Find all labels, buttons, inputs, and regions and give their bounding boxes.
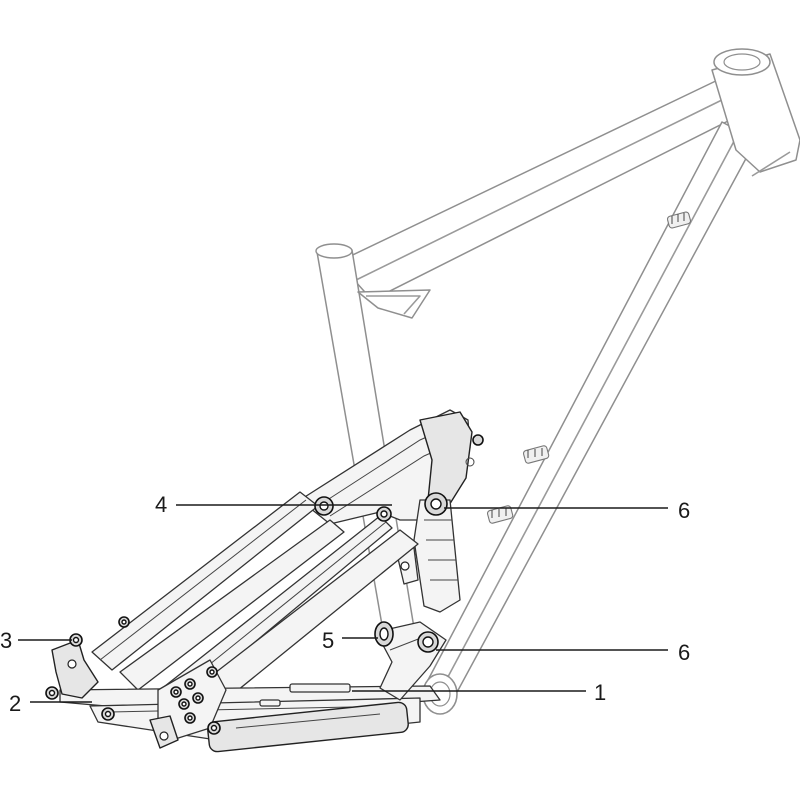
callout-labels: 1 2 3 4 5 6 6 xyxy=(0,492,690,716)
pivot-bolts xyxy=(45,492,448,735)
callout-6b: 6 xyxy=(678,640,690,665)
pivot-bolt-rocker xyxy=(376,506,392,522)
cable-guide-upper xyxy=(666,211,692,229)
top-tube-gusset xyxy=(357,289,431,319)
pivot-bolt-stay-top xyxy=(118,616,130,628)
callout-6a: 6 xyxy=(678,498,690,523)
callout-5: 5 xyxy=(322,628,334,653)
callout-3: 3 xyxy=(0,628,12,653)
callout-1: 1 xyxy=(594,680,606,705)
callout-leaders xyxy=(18,504,668,703)
head-tube xyxy=(711,53,800,173)
rear-dropout xyxy=(51,639,227,749)
pivot-bolt-shock-lower xyxy=(417,631,439,653)
seat-tube-top xyxy=(315,243,353,259)
axle-bolt xyxy=(45,686,59,700)
front-triangle xyxy=(315,48,800,715)
pivot-bolt-seatstay xyxy=(314,496,334,516)
seat-stays xyxy=(91,491,419,717)
pivot-bolt-shock-upper xyxy=(424,492,448,516)
rear-shock xyxy=(395,499,461,613)
rocker-link xyxy=(299,409,484,525)
chain-stays xyxy=(59,683,441,753)
callout-2: 2 xyxy=(9,691,21,716)
pivot-bolt-dropout xyxy=(69,633,83,647)
pivot-bearing-main xyxy=(374,621,394,647)
cable-guide-middle xyxy=(522,445,550,464)
callout-4: 4 xyxy=(155,492,167,517)
pivot-cluster-rear xyxy=(101,666,221,735)
